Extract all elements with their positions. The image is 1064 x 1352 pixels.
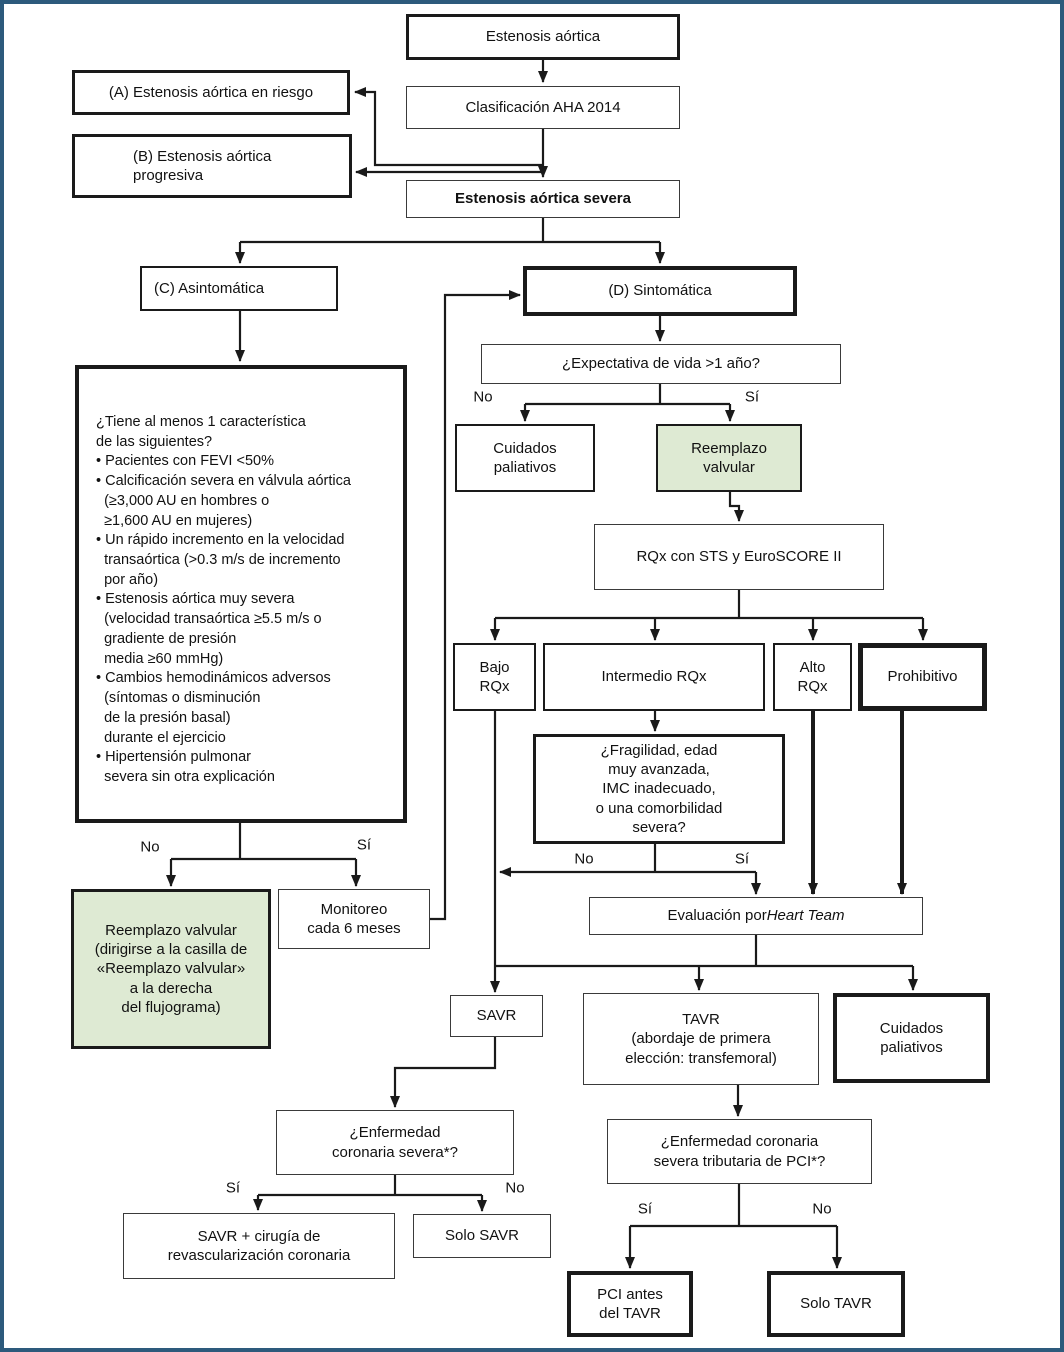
edge-expectancy-split	[525, 384, 730, 406]
node-enfermedad-coronaria: ¿Enfermedad coronaria severa*?	[276, 1110, 514, 1175]
node-enfermedad-coronaria-pci: ¿Enfermedad coronaria severa tributaria …	[607, 1119, 872, 1184]
label-criterios-si: Sí	[356, 836, 372, 854]
node-monitoreo: Monitoreo cada 6 meses	[278, 889, 430, 949]
edge-frailty-yes-to-heartteam	[653, 844, 756, 894]
node-c-asintomatica: (C) Asintomática	[140, 266, 338, 311]
node-savr-revascularizacion: SAVR + cirugía de revascularización coro…	[123, 1213, 395, 1279]
label-pci-no: No	[812, 1200, 832, 1218]
node-fragilidad: ¿Fragilidad, edad muy avanzada, IMC inad…	[533, 734, 785, 844]
node-estenosis-severa: Estenosis aórtica severa	[406, 180, 680, 218]
edge-savr-to-cad-question	[390, 1037, 497, 1108]
edge-cad-split	[258, 1175, 482, 1197]
node-prohibitivo: Prohibitivo	[858, 643, 987, 711]
label-expectativa-no: No	[473, 388, 493, 406]
node-bajo-rqx: Bajo RQx	[453, 643, 536, 711]
label-coronaria-no: No	[505, 1179, 525, 1197]
label-fragilidad-no: No	[574, 850, 594, 868]
node-heart-team: Evaluación por Heart Team	[589, 897, 923, 935]
node-cuidados-paliativos-2: Cuidados paliativos	[833, 993, 990, 1083]
label-coronaria-si: Sí	[225, 1179, 241, 1197]
node-alto-rqx: Alto RQx	[773, 643, 852, 711]
edge-heartteam-split	[495, 935, 913, 968]
edge-to-a	[354, 87, 543, 167]
node-solo-tavr: Solo TAVR	[767, 1271, 905, 1337]
label-pci-si: Sí	[637, 1200, 653, 1218]
heart-team-prefix: Evaluación por	[667, 907, 767, 925]
node-b-estenosis-progresiva: (B) Estenosis aórtica progresiva	[72, 134, 352, 198]
edge-pci-split	[630, 1184, 837, 1228]
edge-monitoring-feedback-to-d	[430, 290, 521, 921]
node-pci-antes-tavr: PCI antes del TAVR	[567, 1271, 693, 1337]
node-estenosis-aortica: Estenosis aórtica	[406, 14, 680, 60]
node-criterios-asintomatica: ¿Tiene al menos 1 característica de las …	[75, 365, 407, 823]
node-rqx-scores: RQx con STS y EuroSCORE II	[594, 524, 884, 590]
edge-severe-split	[240, 217, 660, 244]
node-tavr: TAVR (abordaje de primera elección: tran…	[583, 993, 819, 1085]
edge-scores-split	[495, 590, 923, 620]
node-solo-savr: Solo SAVR	[413, 1214, 551, 1258]
node-expectativa-vida: ¿Expectativa de vida >1 año?	[481, 344, 841, 384]
edge-criteria-split	[171, 823, 356, 861]
heart-team-italic: Heart Team	[766, 907, 845, 925]
edge-replacement-to-scores	[728, 492, 744, 522]
node-savr: SAVR	[450, 995, 543, 1037]
node-a-estenosis-en-riesgo: (A) Estenosis aórtica en riesgo	[72, 70, 350, 115]
label-fragilidad-si: Sí	[734, 850, 750, 868]
node-clasificacion-aha-2014: Clasificación AHA 2014	[406, 86, 680, 129]
label-expectativa-si: Sí	[744, 388, 760, 406]
node-d-sintomatica: (D) Sintomática	[523, 266, 797, 316]
node-reemplazo-valvular: Reemplazo valvular	[656, 424, 802, 492]
node-intermedio-rqx: Intermedio RQx	[543, 643, 765, 711]
label-criterios-no: No	[140, 838, 160, 856]
node-reemplazo-valvular-ref: Reemplazo valvular (dirigirse a la casil…	[71, 889, 271, 1049]
node-cuidados-paliativos-1: Cuidados paliativos	[455, 424, 595, 492]
